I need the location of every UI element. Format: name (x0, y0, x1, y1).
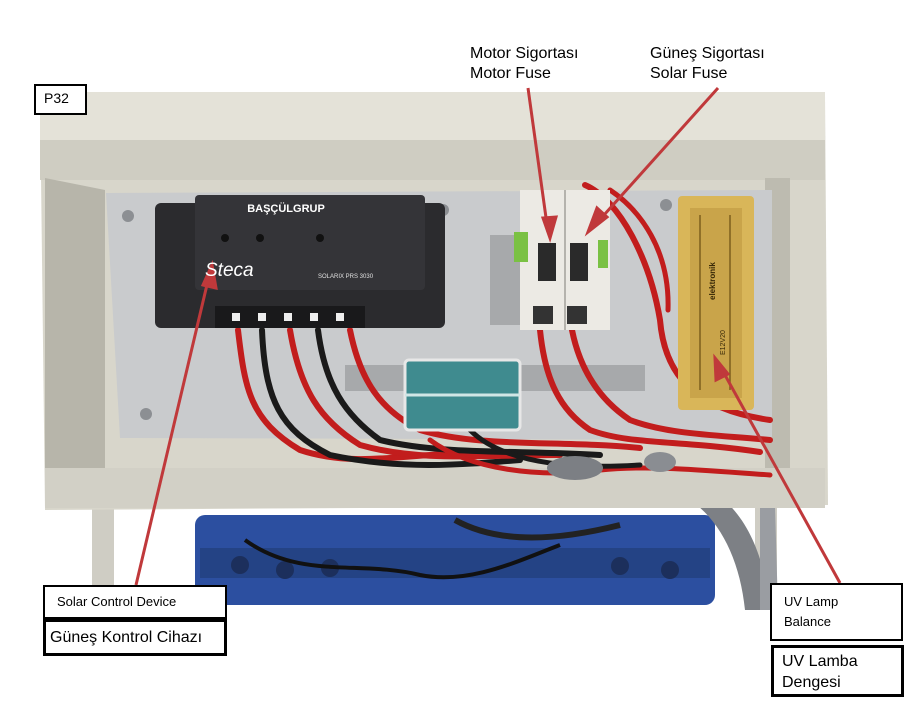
ballast-brand: elektronik (708, 262, 717, 300)
controller-logo: Steca (205, 260, 254, 281)
motor-fuse-tr: Motor Sigortası (470, 45, 579, 62)
arrow-solar-control (134, 271, 212, 586)
arrow-solar-fuse-head (584, 205, 610, 237)
controller-model: SOLARIX PRS 3030 (318, 274, 374, 280)
arrow-motor-fuse (526, 87, 550, 233)
ballast-rating: E12V20 (720, 330, 727, 355)
cable-gland-2 (644, 452, 676, 472)
arrow-uv-lamp-head (713, 353, 731, 383)
solar-controller (155, 195, 445, 328)
terminal-blocks (403, 358, 522, 432)
panel-id-box: P32 (34, 84, 87, 115)
solar-control-tr-box: Güneş Kontrol Cihazı (43, 619, 227, 656)
solar-fuse-en: Solar Fuse (650, 65, 728, 82)
arrow-uv-lamp (718, 365, 842, 584)
arrow-solar-control-head (200, 259, 218, 290)
motor-fuse-en: Motor Fuse (470, 65, 551, 82)
solar-control-tr: Güneş Kontrol Cihazı (50, 629, 203, 646)
solar-control-en: Solar Control Device (57, 594, 177, 609)
uv-lamp-en-line2: Balance (784, 614, 831, 629)
solar-fuse-label: Güneş Sigortası Solar Fuse (650, 44, 765, 84)
cable-gland (547, 456, 603, 480)
uv-lamp-tr-line1: UV Lamba (782, 653, 858, 670)
uv-lamp-en-line1: UV Lamp (784, 594, 839, 609)
solar-fuse-tr: Güneş Sigortası (650, 45, 765, 62)
motor-fuse-label: Motor Sigortası Motor Fuse (470, 44, 578, 84)
arrows (134, 86, 842, 586)
arrow-solar-fuse (593, 86, 720, 227)
solar-control-en-box: Solar Control Device (43, 585, 227, 619)
uv-lamp-en-box: UV Lamp Balance (770, 583, 903, 641)
pump-base (195, 515, 715, 605)
panel-id: P32 (44, 90, 69, 106)
brand-mark: BAŞÇÜLGRUP (247, 202, 325, 215)
uv-lamp-tr-line2: Dengesi (782, 674, 841, 691)
arrow-motor-fuse-head (540, 215, 559, 243)
leg-left (92, 505, 114, 605)
uv-lamp-tr-box: UV Lamba Dengesi (771, 645, 904, 697)
